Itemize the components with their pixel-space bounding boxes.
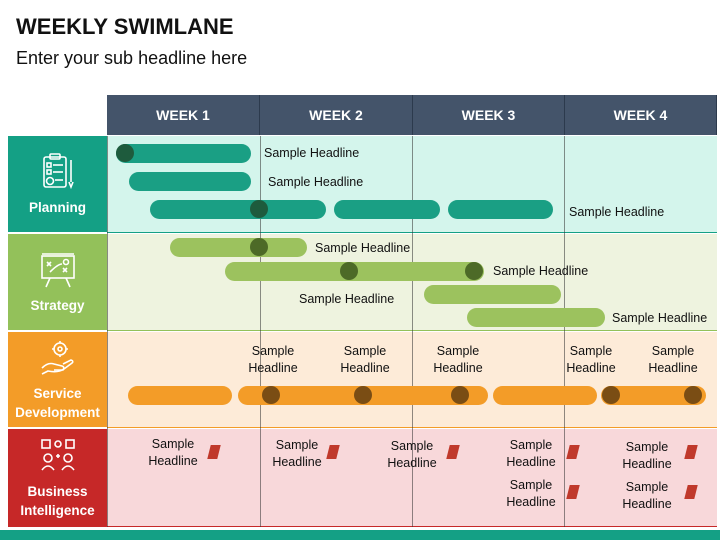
milestone-dot [250,238,268,256]
bi-label-6: Sample Headline [506,478,556,509]
strategy-board-icon [40,252,75,287]
service-bar [493,386,597,405]
week-divider [564,136,565,527]
analytics-people-icon [40,439,75,471]
service-label-4: Sample Headline [566,344,616,375]
lane-label-service: Service Development [8,332,107,429]
planning-bar [334,200,440,219]
lane-label-text: Service Development [15,385,100,420]
strategy-label-2: Sample Headline [493,264,589,278]
week-header-4: WEEK 4 [565,95,717,135]
planning-label-1: Sample Headline [264,146,360,160]
week-header-3: WEEK 3 [413,95,565,135]
milestone-dot [340,262,358,280]
strategy-bar [424,285,561,304]
week-divider [260,136,261,527]
milestone-dot [465,262,483,280]
grid-left-border [107,136,108,527]
lane-label-text: Strategy [30,297,85,313]
milestone-dot [250,200,268,218]
strategy-label-1: Sample Headline [315,241,411,255]
milestone-dot [262,386,280,404]
strategy-bar [467,308,605,327]
lane-label-bi: Business Intelligence [8,429,107,527]
bi-label-7: Sample Headline [622,480,672,511]
lane-label-planning: Planning [8,136,107,234]
strategy-label-3: Sample Headline [299,292,395,306]
week-divider [412,136,413,527]
service-bar [128,386,232,405]
milestone-dot [684,386,702,404]
milestone-dot [602,386,620,404]
service-label-3: Sample Headline [433,344,483,375]
bi-label-5: Sample Headline [622,440,672,471]
service-label-5: Sample Headline [648,344,698,375]
bi-label-3: Sample Headline [387,439,437,470]
milestone-dot [354,386,372,404]
page-title: WEEKLY SWIMLANE [16,14,234,39]
planning-bar [448,200,553,219]
service-bar [601,386,706,405]
milestone-dot [451,386,469,404]
planning-label-3: Sample Headline [569,205,665,219]
milestone-dot [116,144,134,162]
bi-label-4: Sample Headline [506,438,556,469]
strategy-label-4: Sample Headline [612,311,708,325]
planning-bar [150,200,326,219]
hand-gear-icon [40,340,74,375]
lane-label-strategy: Strategy [8,234,107,332]
strategy-bar [170,238,307,257]
planning-label-2: Sample Headline [268,175,364,189]
checklist-icon [42,152,74,189]
planning-bar [116,144,251,163]
lane-label-text: Business Intelligence [20,484,95,518]
service-label-2: Sample Headline [340,344,390,375]
footer-stripe [0,530,720,540]
bi-label-1: Sample Headline [148,437,198,468]
week-header-1: WEEK 1 [107,95,260,135]
planning-bar [129,172,251,191]
service-label-1: Sample Headline [248,344,298,375]
lane-label-text: Planning [29,199,86,215]
week-header-2: WEEK 2 [260,95,413,135]
bi-label-2: Sample Headline [272,438,322,469]
page-subtitle: Enter your sub headline here [16,48,248,68]
